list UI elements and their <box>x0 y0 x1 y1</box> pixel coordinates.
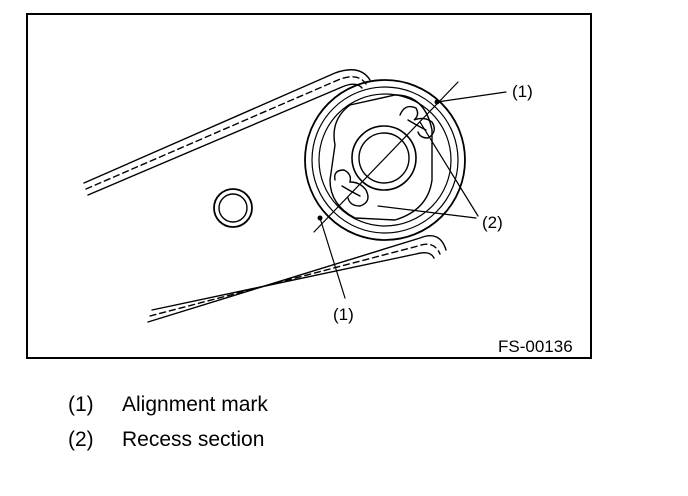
recess-notch-bottom <box>334 169 369 207</box>
alignment-line <box>313 81 459 233</box>
lower-arm <box>147 235 447 323</box>
leader-recess-bottom <box>377 205 477 219</box>
upper-arm <box>83 69 371 196</box>
leader-bottom-mark <box>319 217 346 299</box>
alignment-mark-dot-top <box>434 99 440 105</box>
leader-top-mark <box>436 91 507 103</box>
alignment-mark-dot-bottom <box>317 215 323 221</box>
legend-number: (2) <box>68 428 94 451</box>
flange <box>304 79 466 241</box>
callout-bottom-mark: (1) <box>333 305 354 324</box>
boss-hole <box>213 188 253 228</box>
figure-id: FS-00136 <box>498 337 573 356</box>
leader-recess-top <box>419 121 479 217</box>
figure-frame <box>26 13 592 359</box>
legend-number: (1) <box>68 393 94 416</box>
callout-top-mark: (1) <box>512 82 533 101</box>
legend-text: Alignment mark <box>122 393 268 416</box>
legend-text: Recess section <box>122 428 265 451</box>
callout-recess: (2) <box>482 213 503 232</box>
